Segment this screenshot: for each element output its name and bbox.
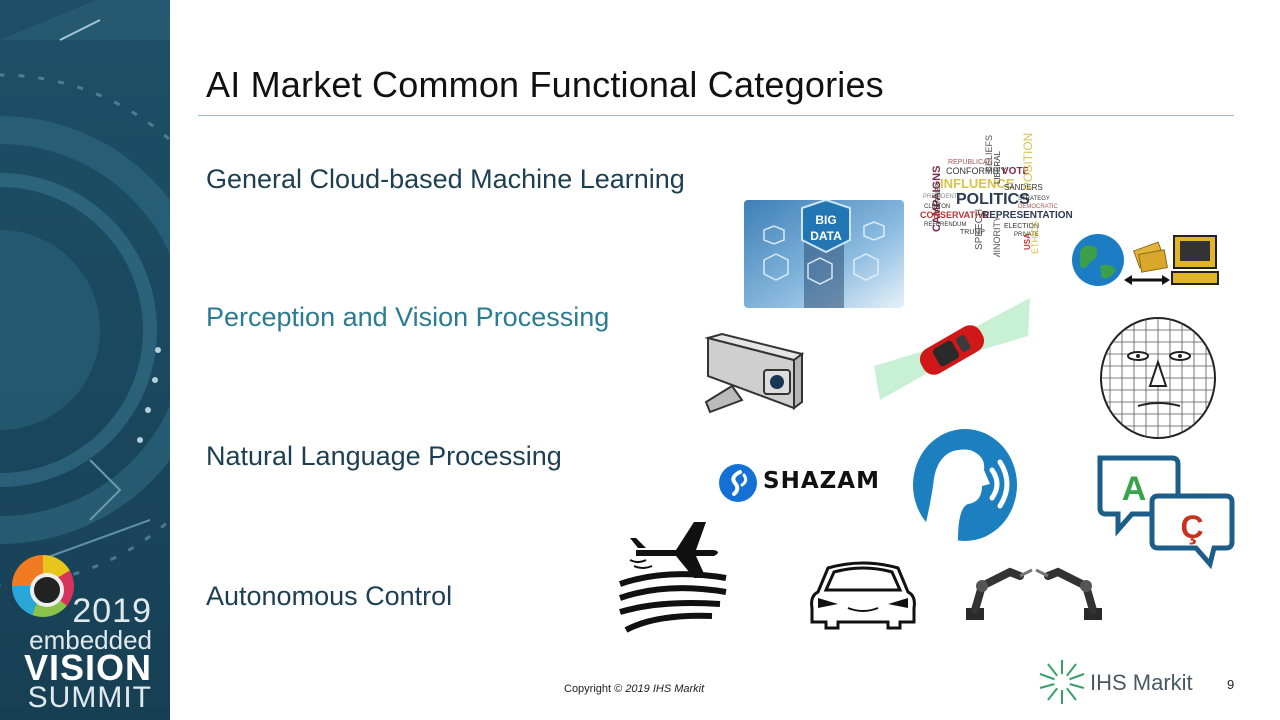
face-recognition-image [1100,317,1216,439]
svg-text:CONSERVATIVE: CONSERVATIVE [920,210,990,220]
event-logo-icon [12,555,74,617]
ihs-markit-logo-icon [1039,660,1085,704]
ecommerce-image [1072,234,1219,286]
translate-letter-c: Ç [1180,509,1203,545]
car-front-image [810,561,916,630]
page-number: 9 [1227,677,1235,692]
svg-text:REPUBLICAN: REPUBLICAN [948,159,993,166]
company-name: IHS Markit [1090,670,1193,695]
category-cloud-ml: General Cloud-based Machine Learning [206,164,685,194]
copyright-notice: Copyright © 2019 IHS Markit [564,683,704,695]
copyright-prefix: Copyright © [564,683,623,695]
shazam-label: SHAZAM [763,468,880,494]
svg-text:POSITION: POSITION [1021,133,1035,190]
slide-title: AI Market Common Functional Categories [206,64,884,105]
big-data-label: BIG [815,213,836,227]
svg-text:POLITICS: POLITICS [956,191,1030,208]
decorative-rings [0,0,170,587]
event-wordmark: 2019 embedded VISION SUMMIT [0,592,170,714]
event-line1: embedded [29,625,152,655]
category-vision: Perception and Vision Processing [206,302,610,332]
svg-text:BELIEFS: BELIEFS [984,135,994,172]
shazam-icon [719,464,757,502]
title-divider [198,115,1234,116]
svg-text:PARTIES: PARTIES [935,182,942,212]
svg-text:CLINTON: CLINTON [924,204,950,210]
svg-text:INFLUENCE: INFLUENCE [940,176,1015,191]
svg-text:VOTE: VOTE [1002,166,1030,177]
svg-text:REPRESENTATION: REPRESENTATION [982,210,1073,221]
svg-text:LIBERAL: LIBERAL [993,151,1002,184]
event-line2: VISION [23,647,152,688]
svg-text:SPEECH: SPEECH [974,209,985,250]
svg-text:PRESIDENT: PRESIDENT [923,194,958,200]
crop-duster-image [619,522,727,633]
event-line3: SUMMIT [27,681,152,714]
svg-text:CAMPAIGNS: CAMPAIGNS [931,166,943,232]
svg-text:DATA: DATA [810,229,842,243]
copyright-owner: 2019 IHS Markit [625,683,705,695]
robotic-arms-image [966,567,1102,620]
svg-text:ELECTION: ELECTION [1004,223,1039,230]
svg-text:ETHICS: ETHICS [1030,221,1040,254]
svg-text:DEMOCRATIC: DEMOCRATIC [1018,204,1059,210]
svg-text:STRATEGY: STRATEGY [1018,196,1050,202]
svg-text:USA: USA [1023,233,1032,250]
voice-assistant-image [913,429,1017,541]
shazam-logo: SHAZAM [718,460,879,506]
politics-word-cloud-image: CAMPAIGNS PARTIES REPUBLICAN CONFORMITY … [920,133,1073,257]
security-camera-image [704,332,805,414]
big-data-image: BIG DATA [744,200,904,308]
svg-text:SANDERS: SANDERS [1004,183,1043,192]
category-nlp: Natural Language Processing [206,441,562,471]
translate-letter-a: A [1122,470,1147,508]
category-autonomous: Autonomous Control [206,581,453,611]
event-year: 2019 [72,592,152,630]
svg-text:MINORITY: MINORITY [992,216,1002,257]
autonomous-car-sensor-image [874,298,1030,400]
translation-image: A Ç [1097,455,1235,570]
svg-text:REFERENDUM: REFERENDUM [924,222,966,228]
event-side-panel: 2019 embedded VISION SUMMIT [0,0,170,720]
svg-text:CONFORMITY: CONFORMITY [946,166,1007,176]
svg-text:PRIVATE: PRIVATE [1014,232,1039,238]
svg-text:TRUMP: TRUMP [960,229,985,236]
